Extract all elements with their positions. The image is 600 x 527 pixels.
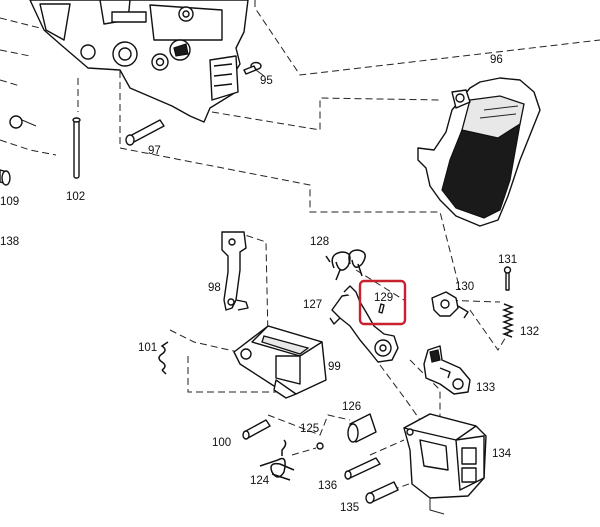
callout-133: 133: [476, 382, 495, 394]
callout-99: 99: [328, 361, 341, 373]
part-132-spring: [501, 303, 515, 338]
part-134-block: [403, 413, 487, 515]
callout-128: 128: [310, 236, 329, 248]
part-125-pin: [316, 442, 324, 450]
callout-126: 126: [342, 401, 361, 413]
callout-labels: 95 96 97 98 99 100 101 102 109 124 125 1…: [0, 54, 539, 514]
callout-97: 97: [148, 145, 161, 157]
part-130-bracket: [431, 291, 469, 319]
part-127-hammer: [329, 285, 399, 363]
part-97-pin: [125, 119, 165, 146]
highlight-box-129: [358, 279, 407, 326]
callout-101: 101: [138, 342, 157, 354]
callout-98: 98: [208, 282, 221, 294]
part-98-trigger-bar: [221, 231, 249, 311]
part-96-housing: [417, 77, 541, 227]
callout-131: 131: [498, 254, 517, 266]
callout-96: 96: [490, 54, 503, 66]
callout-100: 100: [212, 437, 231, 449]
callout-135: 135: [340, 502, 359, 514]
callout-124: 124: [250, 475, 270, 487]
part-102-pin: [72, 117, 81, 179]
callout-102: 102: [66, 191, 85, 203]
part-95-screw: [243, 61, 265, 77]
callout-138: 138: [0, 236, 19, 248]
part-124-spring: [259, 439, 295, 481]
part-99-trigger-housing: [233, 325, 327, 399]
part-131-pin: [503, 266, 512, 291]
callout-125: 125: [300, 423, 319, 435]
part-133-sear: [423, 345, 471, 395]
callout-109: 109: [0, 196, 19, 208]
callout-129: 129: [374, 292, 393, 304]
left-edge-parts: [0, 115, 37, 186]
part-135-pin: [365, 481, 399, 504]
part-136-pin: [344, 457, 381, 480]
receiver-body: [29, 0, 249, 123]
callout-134: 134: [492, 448, 512, 460]
part-126-bushing: [347, 413, 377, 443]
part-101-spring: [158, 341, 169, 375]
callout-132: 132: [520, 326, 539, 338]
part-129-pin: [378, 303, 385, 314]
callout-127: 127: [303, 299, 322, 311]
callout-95: 95: [260, 75, 273, 87]
callout-136: 136: [318, 480, 337, 492]
part-128-spring: [325, 249, 366, 281]
assembly-leader-lines: [0, 0, 600, 491]
callout-130: 130: [455, 281, 474, 293]
part-100-pin: [242, 419, 271, 440]
